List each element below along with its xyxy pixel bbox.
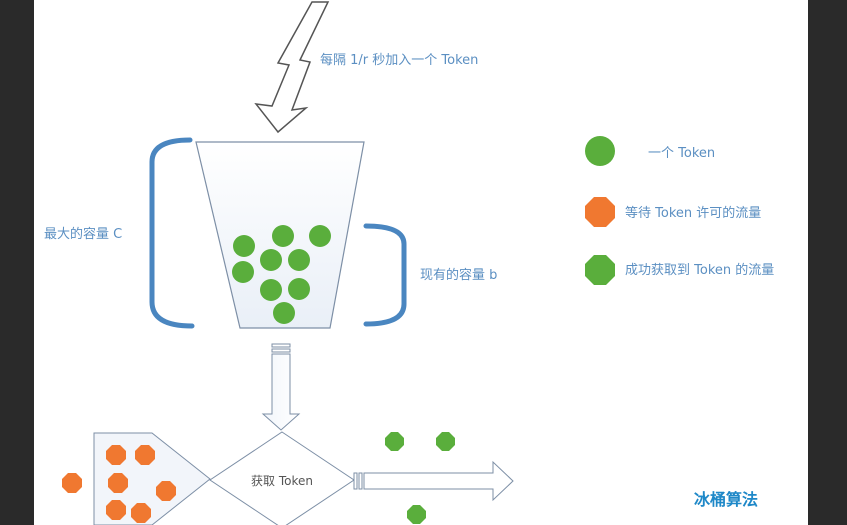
legend-token-icon [585,136,615,166]
waiting-packet [62,473,82,493]
bucket-tokens [232,225,331,324]
current-capacity-bracket [363,223,407,327]
legend: 一个 Token 等待 Token 许可的流量 成功获取到 Token 的流量 [585,136,774,285]
token [233,235,255,257]
passed-packet [407,505,426,524]
gate-label: 获取 Token [251,474,313,488]
legend-item-token: 一个 Token [648,146,715,161]
token [309,225,331,247]
legend-item-waiting: 等待 Token 许可的流量 [625,205,761,221]
passed-packet [436,432,455,451]
token [288,249,310,271]
lightning-arrow-icon [254,1,330,134]
diagram-canvas [34,0,808,525]
max-capacity-bracket [149,137,195,329]
token [273,302,295,324]
waiting-traffic [62,445,176,523]
output-arrow-icon [353,460,514,502]
legend-item-passed: 成功获取到 Token 的流量 [625,262,774,278]
inflow-caption: 每隔 1/r 秒加入一个 Token [320,52,478,68]
waiting-packet [108,473,128,493]
token [272,225,294,247]
passed-traffic [385,432,455,524]
waiting-packet [131,503,151,523]
token [288,278,310,300]
down-arrow-icon [261,343,301,431]
waiting-packet [135,445,155,465]
token [232,261,254,283]
legend-waiting-icon [585,197,615,227]
corner-title: 冰桶算法 [694,490,758,509]
current-capacity-label: 现有的容量 b [420,267,497,283]
token [260,279,282,301]
waiting-packet [106,445,126,465]
token [260,249,282,271]
gate-diamond [209,431,355,525]
legend-passed-icon [585,255,615,285]
waiting-packet [106,500,126,520]
max-capacity-label: 最大的容量 C [44,226,122,242]
passed-packet [385,432,404,451]
waiting-packet [156,481,176,501]
